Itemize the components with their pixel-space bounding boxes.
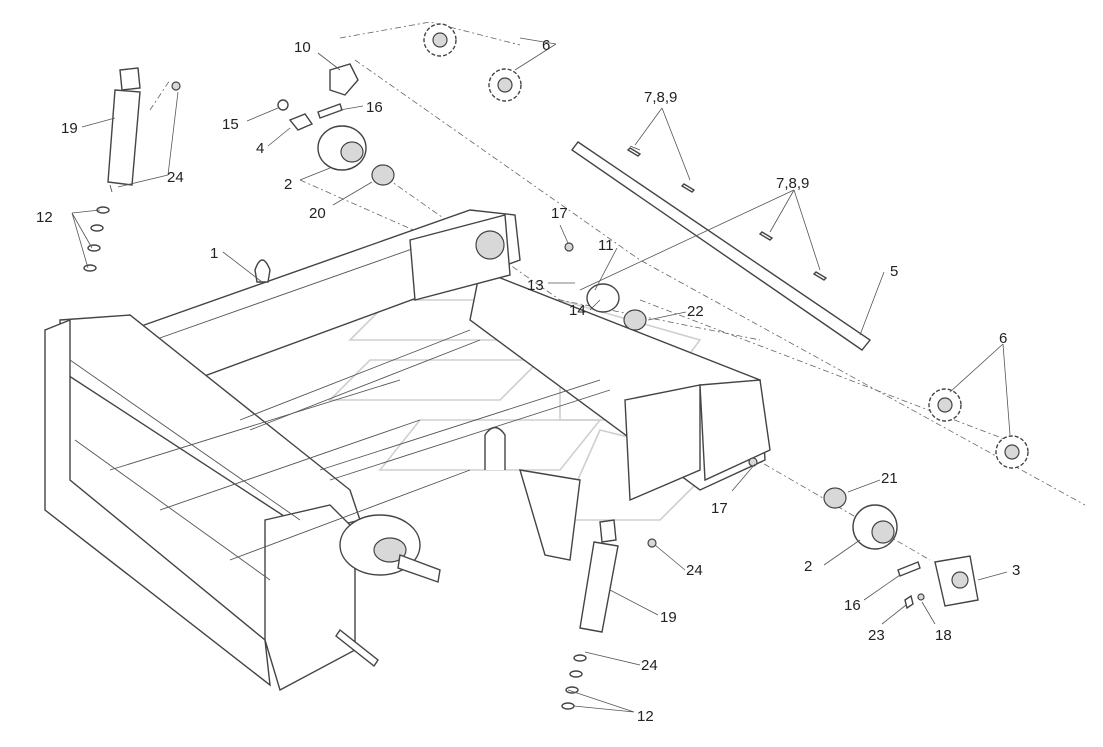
label-2-upper: 2: [284, 176, 292, 193]
label-12-upper: 12: [36, 209, 53, 226]
bracket-10: [329, 63, 359, 96]
label-7-8-9-lower: 7,8,9: [776, 175, 809, 192]
nut-17-upper: [564, 242, 574, 252]
label-15: 15: [222, 116, 239, 133]
washers-upper: [83, 206, 110, 272]
label-7-8-9-upper: 7,8,9: [644, 89, 677, 106]
label-13: 13: [527, 277, 544, 294]
sprocket-upper-2: [488, 68, 522, 102]
gas-spring-lower: [579, 519, 657, 633]
ball-18: [917, 593, 925, 601]
label-19-upper: 19: [61, 120, 78, 137]
label-2-lower: 2: [804, 558, 812, 575]
sprocket-lower-2: [995, 435, 1029, 469]
gas-spring-upper: [107, 67, 181, 193]
label-18: 18: [935, 627, 952, 644]
bearing-20: [371, 164, 395, 186]
label-4: 4: [256, 140, 264, 157]
label-24-lower: 24: [641, 657, 658, 674]
label-1: 1: [210, 245, 218, 262]
label-5: 5: [890, 263, 898, 280]
nut-17-lower: [748, 457, 758, 467]
part-labels: 1 2 2 3 4 5 6 6 7,8,9 7,8,9 10 11 12 12 …: [36, 37, 1020, 725]
label-11: 11: [598, 237, 614, 254]
drive-shaft: [571, 141, 872, 351]
keys-7-8-9: [626, 147, 828, 281]
label-10: 10: [294, 39, 311, 56]
label-19-lower: 19: [660, 609, 677, 626]
label-6-lower: 6: [999, 330, 1007, 347]
leader-lines: [71, 37, 1011, 713]
label-20: 20: [309, 205, 326, 222]
plate-4: [288, 113, 314, 131]
label-16-upper: 16: [366, 99, 383, 116]
bearing-21: [823, 487, 847, 509]
label-17-lower: 17: [711, 500, 728, 517]
label-22: 22: [687, 303, 704, 320]
washers-lower: [561, 654, 587, 710]
label-21: 21: [881, 470, 898, 487]
bearing-housing-upper: [317, 125, 367, 171]
pin-23: [904, 594, 914, 610]
nut-15: [277, 99, 289, 111]
label-16-lower: 16: [844, 597, 861, 614]
label-17-upper: 17: [551, 205, 568, 222]
bolt-16-upper: [317, 103, 343, 119]
label-3: 3: [1012, 562, 1020, 579]
sprocket-upper-1: [423, 23, 457, 57]
bearing-housing-lower: [852, 504, 898, 550]
sprocket-lower-1: [928, 388, 962, 422]
main-frame: [44, 209, 771, 692]
bearing-22: [623, 309, 647, 331]
label-14: 14: [569, 302, 586, 319]
label-23: 23: [868, 627, 885, 644]
bolt-16-lower: [897, 561, 921, 577]
label-24-middle: 24: [686, 562, 703, 579]
label-24-upper: 24: [167, 169, 184, 186]
label-12-lower: 12: [637, 708, 654, 725]
label-6-upper: 6: [542, 37, 550, 54]
